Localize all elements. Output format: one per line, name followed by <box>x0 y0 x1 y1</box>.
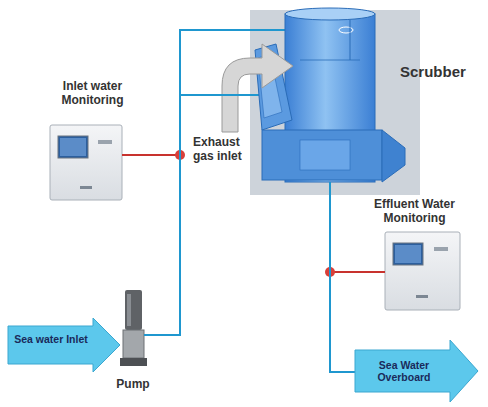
exhaust-arrow <box>222 44 293 132</box>
scrubber-illustration <box>250 8 420 209</box>
monitor-panel <box>50 125 122 200</box>
node-label: Pump <box>105 378 161 392</box>
monitor-panel <box>385 232 460 310</box>
scrubber-node: Scrubber <box>250 8 472 209</box>
water-pipe <box>160 30 250 335</box>
signal-line <box>122 154 180 156</box>
water-pipe <box>180 95 250 335</box>
overboard-arrow: Sea Water Overboard <box>355 340 478 402</box>
inlet-arrow: Sea water Inlet <box>8 318 120 372</box>
node-label: Inlet water Monitoring <box>40 80 145 108</box>
pump-illustration <box>120 290 161 366</box>
node-label: Sea Water Overboard <box>361 359 447 383</box>
node-label: Scrubber <box>400 63 470 80</box>
monitor-node: Effluent Water Monitoring <box>352 198 477 310</box>
node-label: Effluent Water Monitoring <box>355 198 474 226</box>
flow-label: Exhaust gas inlet <box>193 136 257 164</box>
signal-line <box>330 271 385 273</box>
node-label: Sea water Inlet <box>14 333 88 345</box>
pump-node: Pump <box>110 288 160 398</box>
monitor-node: Inlet water Monitoring <box>35 80 150 205</box>
water-pipe <box>330 209 355 372</box>
